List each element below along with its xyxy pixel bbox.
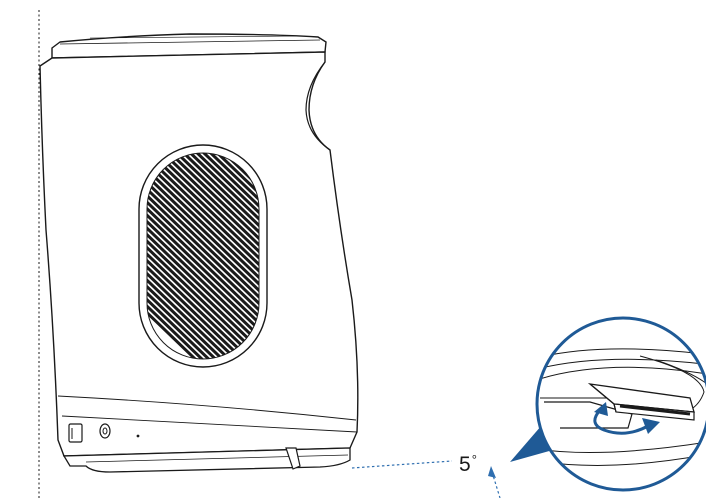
grille-slot (147, 220, 259, 348)
grille-slot (140, 0, 270, 35)
indicator-hole (136, 434, 140, 438)
speaker-grille (138, 0, 270, 368)
degree-symbol: ° (471, 452, 477, 467)
tilt-guide-line (351, 460, 453, 469)
device-base (62, 447, 351, 473)
grille-slot (147, 213, 259, 342)
grille-slot (147, 153, 259, 251)
grille-slot (147, 265, 259, 359)
grille-slot (147, 187, 259, 316)
grille-slot (147, 207, 259, 335)
grille-slot (147, 168, 259, 296)
device-top-lid (51, 33, 327, 59)
handle-recess (305, 61, 331, 151)
grille-slot (147, 259, 259, 359)
grille-slot (147, 181, 259, 309)
grille-slot (147, 161, 259, 290)
angle-arrow-head (488, 466, 496, 478)
grille-slot (147, 226, 259, 355)
grille-slot (147, 174, 259, 303)
audio-jack (99, 423, 111, 439)
grille-slot (147, 153, 259, 205)
grille-slot (140, 0, 270, 28)
grille-slot (147, 153, 259, 212)
grille-slot (147, 272, 259, 359)
tilt-foot (285, 447, 301, 470)
grille-slot (147, 285, 259, 359)
usb-port (68, 423, 83, 443)
grille-slot (140, 0, 270, 22)
grille-slot (147, 153, 259, 257)
grille-slot (147, 278, 259, 359)
grille-slot (147, 153, 259, 225)
grille-slot (147, 153, 259, 238)
grille-slot (147, 155, 259, 283)
grille-slot (147, 153, 259, 244)
fold-arrow (593, 409, 649, 435)
tilt-angle-value: 5 (459, 453, 471, 476)
grille-slot (147, 304, 259, 359)
tilt-angle-label: 5° (459, 452, 477, 476)
grille-slot (147, 194, 259, 322)
grille-slot (147, 200, 259, 329)
grille-slot (147, 153, 259, 218)
callout-magnifier (535, 316, 706, 492)
grille-slot (147, 153, 259, 199)
body-seam-line (57, 395, 357, 421)
grille-slot (147, 153, 259, 231)
grille-slot (147, 298, 259, 359)
grille-slot (140, 0, 270, 15)
grille-slot (147, 291, 259, 359)
